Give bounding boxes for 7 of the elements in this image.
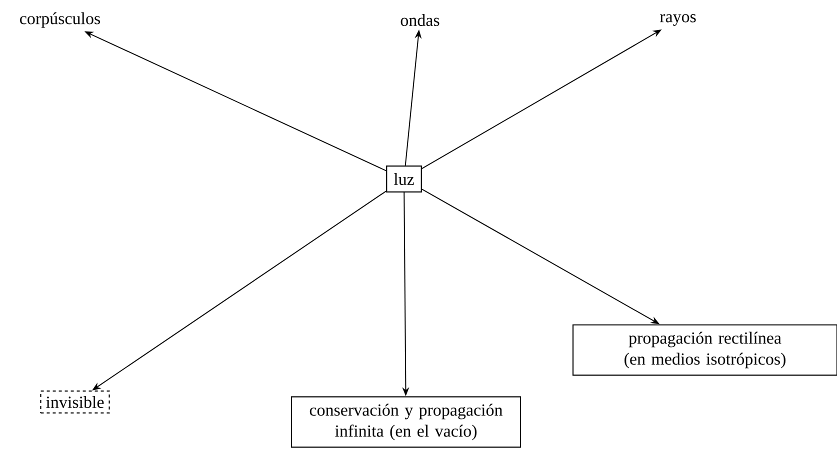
concept-text: ondas	[400, 14, 440, 26]
concept-text: corpúsculos	[20, 12, 100, 28]
concept-box: propagación rectilínea (en medios isotrópicos)	[572, 324, 837, 376]
concept-box: invisible	[40, 390, 110, 414]
concept-text: rayos	[660, 14, 696, 26]
concept-box: luz	[386, 165, 422, 193]
concept-box: conservación y propagación infinita (en el vacío)	[290, 396, 522, 448]
